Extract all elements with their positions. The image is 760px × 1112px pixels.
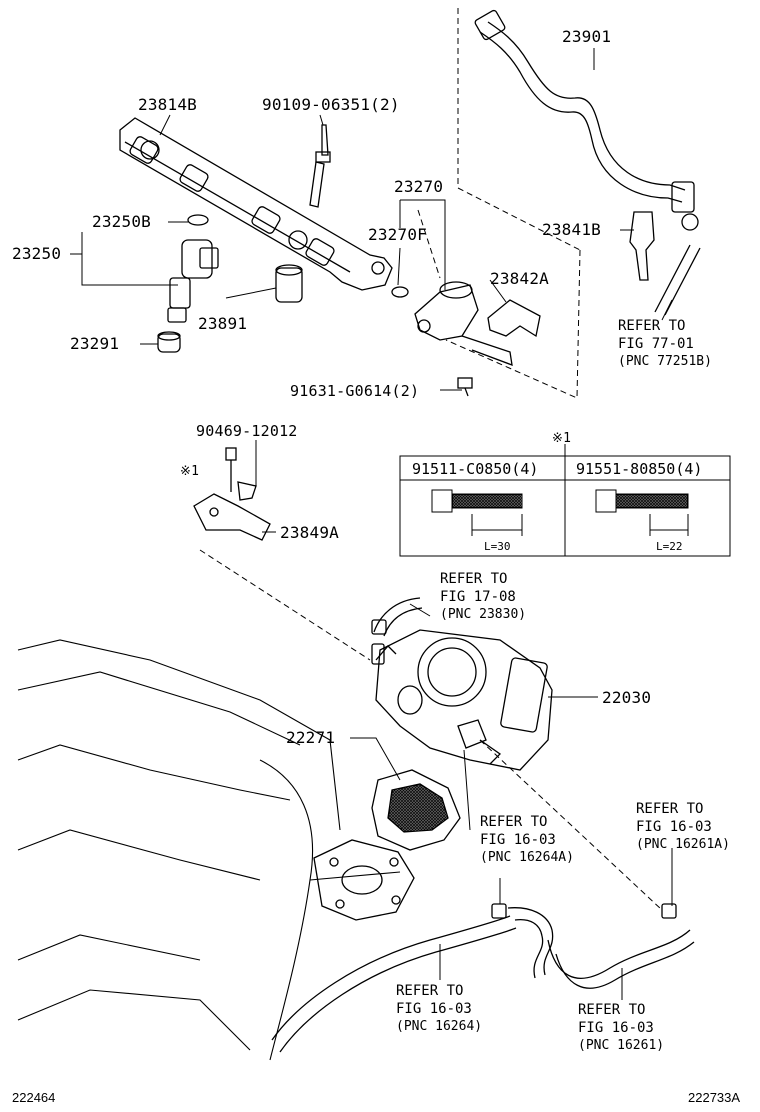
fuel-delivery-pipe-23814B: [119, 117, 393, 291]
label-23270F: 23270F: [368, 225, 427, 244]
fuel-hose-23901: [474, 9, 701, 316]
label-23849A: 23849A: [280, 523, 339, 542]
dashed-group-outline: [417, 8, 581, 399]
injector-23250: [167, 214, 219, 323]
bolt-table-col1-part: 91511-C0850(4): [412, 460, 539, 478]
refer-line3: (PNC 16264): [396, 1019, 483, 1034]
star-mark-2: ※1: [552, 431, 572, 446]
refer-line2: FIG 16-03: [480, 832, 556, 848]
label-22271: 22271: [286, 728, 336, 747]
pressure-regulator-23270: [391, 281, 513, 366]
label-23842A: 23842A: [490, 269, 549, 288]
clip-23841B: [629, 211, 655, 281]
refer-fig-16-03-16264[interactable]: REFER TO FIG 16-03 (PNC 16264): [396, 982, 482, 1036]
refer-line2: FIG 16-03: [396, 1001, 472, 1017]
refer-fig-77-01[interactable]: REFER TO FIG 77-01 (PNC 77251B): [618, 317, 712, 371]
bolt-table: [399, 455, 731, 557]
refer-fig-17-08[interactable]: REFER TO FIG 17-08 (PNC 23830): [440, 570, 526, 624]
refer-line2: FIG 16-03: [578, 1020, 654, 1036]
insulator-23291: [157, 331, 181, 353]
leader-lines: [70, 48, 673, 1000]
refer-line1: REFER TO: [480, 814, 548, 830]
gasket-22271: [371, 769, 461, 851]
refer-line3: (PNC 23830): [440, 607, 527, 622]
refer-line3: (PNC 16261A): [636, 837, 730, 852]
insulator-23891: [275, 264, 303, 303]
label-23891: 23891: [198, 314, 248, 333]
label-23901: 23901: [562, 27, 612, 46]
hose-23830: [371, 597, 423, 637]
intake-manifold: [17, 639, 401, 1061]
throttle-body-22030: [371, 629, 553, 771]
refer-line2: FIG 17-08: [440, 589, 516, 605]
refer-line1: REFER TO: [396, 983, 464, 999]
footer-right-code: 222733A: [688, 1090, 741, 1105]
bracket-23849A: [193, 447, 271, 541]
bolt-table-col1-length: L=30: [484, 540, 511, 553]
label-23250: 23250: [12, 244, 62, 263]
stud-bolt-90109: [309, 124, 331, 208]
refer-line3: (PNC 16261): [578, 1038, 665, 1053]
refer-line1: REFER TO: [440, 571, 508, 587]
label-90109-06351: 90109-06351(2): [262, 95, 400, 114]
label-23841B: 23841B: [542, 220, 601, 239]
bolt-table-col2-part: 91551-80850(4): [576, 460, 703, 478]
refer-line1: REFER TO: [618, 318, 686, 334]
label-23270: 23270: [394, 177, 444, 196]
bolt-91631: [457, 377, 473, 397]
footer-left-code: 222464: [12, 1090, 56, 1105]
refer-fig-16-03-16261[interactable]: REFER TO FIG 16-03 (PNC 16261): [578, 1001, 664, 1055]
refer-line1: REFER TO: [636, 801, 704, 817]
refer-fig-16-03-16264A[interactable]: REFER TO FIG 16-03 (PNC 16264A): [480, 813, 574, 867]
refer-line2: FIG 16-03: [636, 819, 712, 835]
star-mark-1: ※1: [180, 464, 200, 479]
water-hoses: [271, 903, 695, 1053]
refer-line1: REFER TO: [578, 1002, 646, 1018]
bracket-23842A: [487, 299, 541, 338]
label-90469-12012: 90469-12012: [196, 422, 298, 440]
refer-line3: (PNC 16264A): [480, 850, 574, 865]
refer-fig-16-03-16261A[interactable]: REFER TO FIG 16-03 (PNC 16261A): [636, 800, 730, 854]
label-91631-G0614: 91631-G0614(2): [290, 382, 420, 400]
label-22030: 22030: [602, 688, 652, 707]
label-23291: 23291: [70, 334, 120, 353]
label-23250B: 23250B: [92, 212, 151, 231]
manifold-flange: [313, 839, 415, 921]
refer-line2: FIG 77-01: [618, 336, 694, 352]
label-23814B: 23814B: [138, 95, 197, 114]
bolt-table-col2-length: L=22: [656, 540, 683, 553]
refer-line3: (PNC 77251B): [618, 354, 712, 369]
